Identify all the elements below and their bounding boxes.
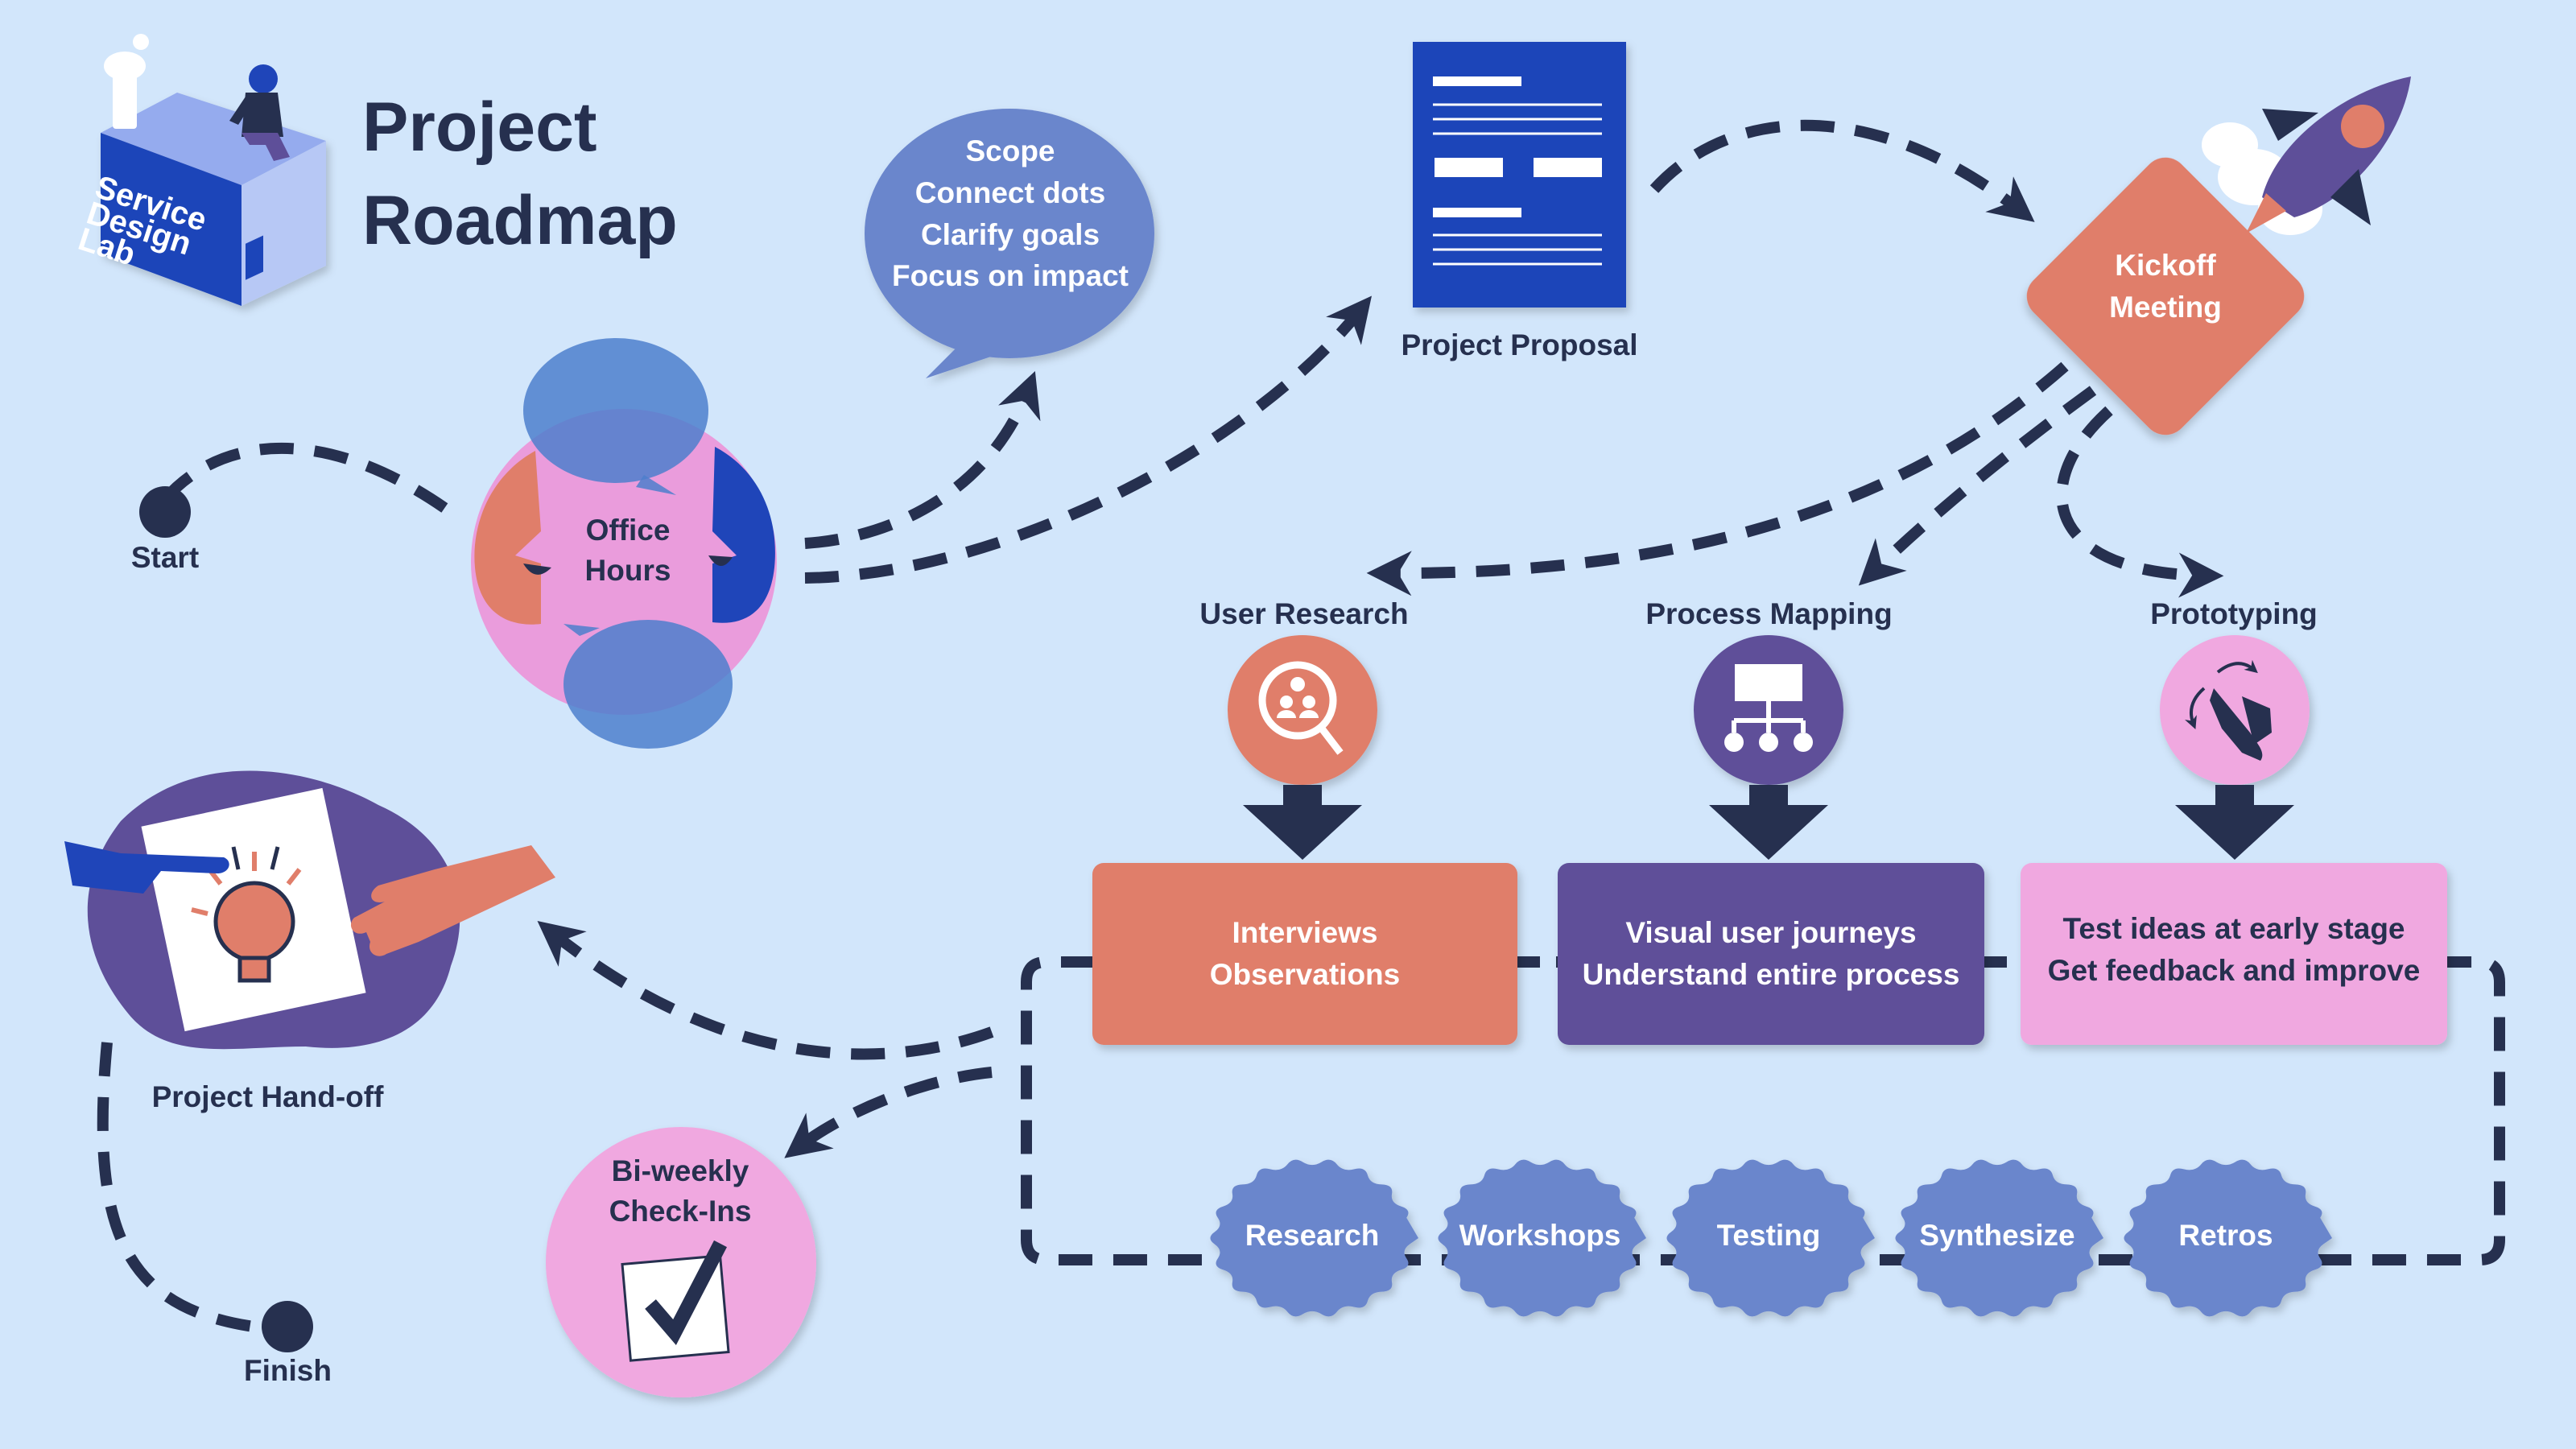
start-label: Start bbox=[130, 541, 200, 574]
box-prototyping-text: Test ideas at early stage Get feedback a… bbox=[2021, 908, 2447, 992]
activity-badge bbox=[1895, 1159, 2103, 1317]
path-loop-to-handoff bbox=[537, 921, 994, 1060]
logo-cube bbox=[101, 93, 326, 306]
box-research-text: Interviews Observations bbox=[1092, 912, 1517, 996]
bubble-line: Scope bbox=[965, 134, 1055, 167]
path-loop-frame bbox=[1021, 956, 2505, 1265]
handoff-label: Project Hand-off bbox=[151, 1080, 384, 1113]
activity-badge bbox=[1210, 1159, 1418, 1317]
activity-label: Synthesize bbox=[1919, 1219, 2075, 1252]
office-hours-graphic bbox=[471, 338, 777, 749]
box-mapping bbox=[1558, 863, 1984, 1045]
page-title: Project Roadmap bbox=[362, 80, 708, 267]
arrow-down-prototyping bbox=[2175, 785, 2294, 860]
speech-bubble-text: Scope Connect dots Clarify goals Focus o… bbox=[869, 130, 1151, 297]
finish-dot bbox=[262, 1301, 313, 1352]
bubble-line: Connect dots bbox=[914, 175, 1106, 209]
phase-icon-prototyping bbox=[2160, 635, 2310, 785]
sitting-person bbox=[229, 64, 290, 161]
path-proposal-to-kickoff bbox=[1649, 119, 2035, 222]
box-line: Get feedback and improve bbox=[2047, 953, 2421, 987]
finish-label: Finish bbox=[244, 1354, 332, 1387]
path-handoff-to-finish bbox=[97, 1042, 266, 1334]
phase-label-prototyping: Prototyping bbox=[2150, 597, 2318, 630]
office-hours-label: Office Hours bbox=[584, 514, 671, 587]
bubble-line: Focus on impact bbox=[892, 259, 1129, 293]
kickoff-diamond bbox=[2026, 157, 2305, 436]
kickoff-label: Kickoff Meeting bbox=[2109, 249, 2222, 324]
phase-label-research: User Research bbox=[1199, 597, 1409, 630]
box-line: Interviews bbox=[1232, 916, 1378, 949]
proposal-document bbox=[1413, 42, 1626, 308]
chef-figure bbox=[104, 34, 149, 129]
box-line: Understand entire process bbox=[1582, 957, 1960, 991]
arrow-down-mapping bbox=[1709, 785, 1828, 860]
box-mapping-text: Visual user journeys Understand entire p… bbox=[1558, 912, 1984, 996]
path-kickoff-to-prototyping bbox=[2056, 406, 2224, 598]
activity-badge bbox=[2124, 1159, 2332, 1317]
bubble-line: Clarify goals bbox=[920, 217, 1100, 251]
path-office-to-bubble bbox=[804, 371, 1041, 549]
box-line: Observations bbox=[1209, 957, 1401, 991]
box-research bbox=[1092, 863, 1517, 1045]
box-line: Test ideas at early stage bbox=[2062, 912, 2405, 945]
phase-label-mapping: Process Mapping bbox=[1645, 597, 1893, 630]
activity-badge bbox=[1438, 1159, 1646, 1317]
path-start-to-office bbox=[160, 442, 459, 520]
start-dot bbox=[139, 486, 191, 538]
path-loop-to-checkins bbox=[784, 1067, 993, 1158]
speech-bubble bbox=[865, 109, 1154, 378]
arrow-down-research bbox=[1243, 785, 1362, 860]
phase-icon-research bbox=[1228, 635, 1377, 785]
activity-label: Retros bbox=[2178, 1219, 2273, 1252]
title-text: Project Roadmap bbox=[362, 89, 678, 260]
activity-label: Testing bbox=[1716, 1219, 1821, 1252]
activity-label: Research bbox=[1245, 1219, 1380, 1252]
path-office-to-proposal bbox=[804, 295, 1373, 584]
box-prototyping bbox=[2021, 863, 2447, 1045]
proposal-label: Project Proposal bbox=[1401, 328, 1638, 361]
rocket-icon bbox=[2202, 76, 2411, 235]
checkins-label: Bi-weekly Check-Ins bbox=[609, 1154, 752, 1228]
hand-left bbox=[64, 841, 229, 894]
box-line: Visual user journeys bbox=[1625, 916, 1917, 949]
activity-badge bbox=[1666, 1159, 1875, 1317]
hand-right bbox=[350, 845, 555, 956]
checkbox-icon bbox=[621, 1240, 730, 1362]
handoff-paper bbox=[141, 787, 366, 1032]
path-kickoff-to-research bbox=[1366, 361, 2069, 597]
activity-label: Workshops bbox=[1459, 1219, 1621, 1252]
